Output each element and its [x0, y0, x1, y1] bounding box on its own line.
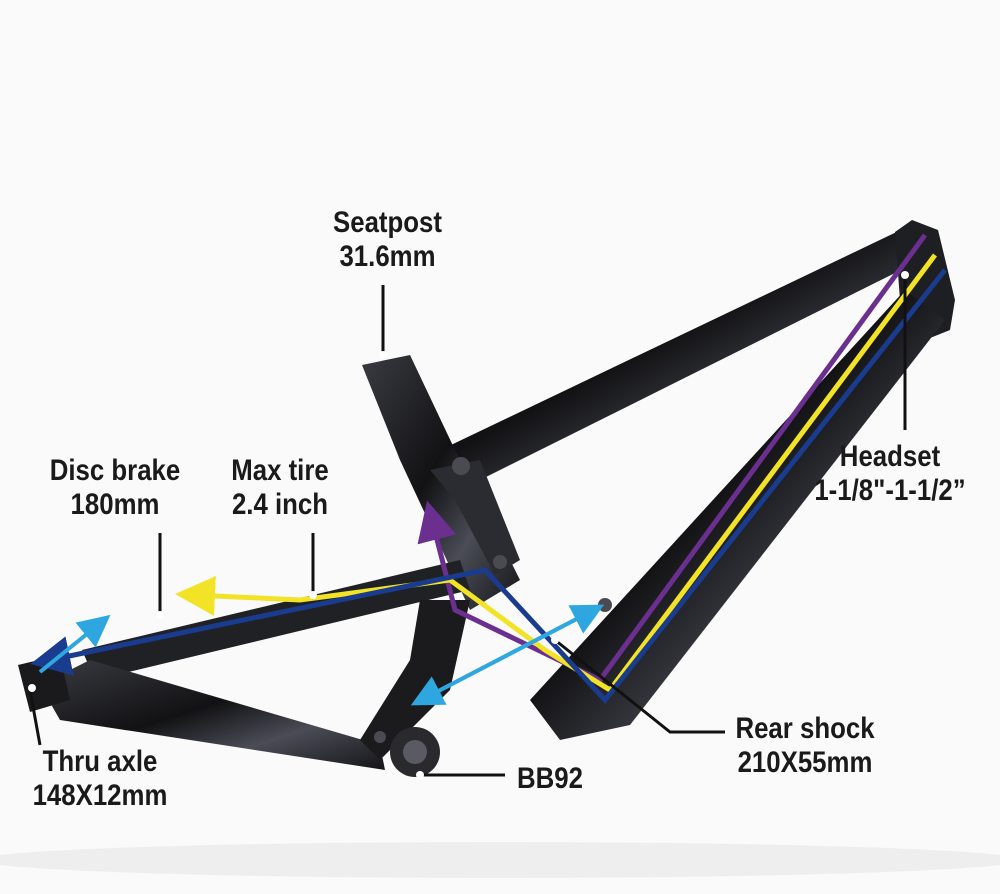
label-rear-shock-name: Rear shock: [735, 712, 875, 745]
pivot-bolt: [452, 457, 470, 475]
label-thru-axle-name: Thru axle: [42, 745, 158, 778]
sky-arrow-rear: [38, 614, 111, 674]
label-thru-axle: Thru axle 148X12mm: [23, 745, 178, 813]
label-rear-shock: Rear shock 210X55mm: [728, 712, 883, 780]
label-thru-axle-value: 148X12mm: [32, 779, 168, 812]
label-headset-name: Headset: [839, 440, 941, 473]
leader-dot: [156, 611, 164, 619]
pivot-bolt: [493, 555, 507, 569]
bottom-bracket-bore: [403, 740, 427, 764]
sky-arrow-shock-back: [410, 610, 591, 706]
label-bb92-name: BB92: [517, 762, 583, 795]
label-bb92: BB92: [507, 762, 593, 796]
label-disc-brake: Disc brake 180mm: [33, 454, 196, 522]
pivot-bolt: [374, 731, 386, 743]
leader-dot: [309, 591, 317, 599]
leader-dot: [551, 636, 559, 644]
leader-dot: [28, 684, 36, 692]
floor-shadow: [0, 842, 1000, 878]
chain-stay: [40, 660, 385, 770]
label-seatpost: Seatpost 31.6mm: [317, 206, 459, 274]
top-tube: [430, 228, 925, 490]
label-disc-brake-value: 180mm: [70, 488, 160, 521]
leader-dot: [416, 771, 424, 779]
pivot-bolt: [598, 598, 612, 612]
leader-dot: [901, 271, 909, 279]
label-seatpost-name: Seatpost: [333, 206, 442, 239]
label-max-tire-name: Max tire: [231, 454, 329, 487]
label-max-tire-value: 2.4 inch: [231, 488, 329, 521]
rocker-link: [430, 460, 520, 575]
leader-thru-axle: [28, 689, 42, 746]
yellow-geometry-line: [175, 253, 938, 694]
leader-rear-shock: [554, 638, 725, 734]
label-headset-value: 1-1/8"-1-1/2”: [814, 474, 966, 507]
label-disc-brake-name: Disc brake: [49, 454, 181, 487]
leader-dot: [379, 351, 387, 359]
label-seatpost-value: 31.6mm: [339, 240, 436, 273]
label-max-tire: Max tire 2.4 inch: [216, 454, 345, 522]
label-rear-shock-value: 210X55mm: [737, 746, 873, 779]
label-headset: Headset 1-1/8"-1-1/2”: [804, 440, 976, 508]
down-tube: [530, 290, 945, 740]
